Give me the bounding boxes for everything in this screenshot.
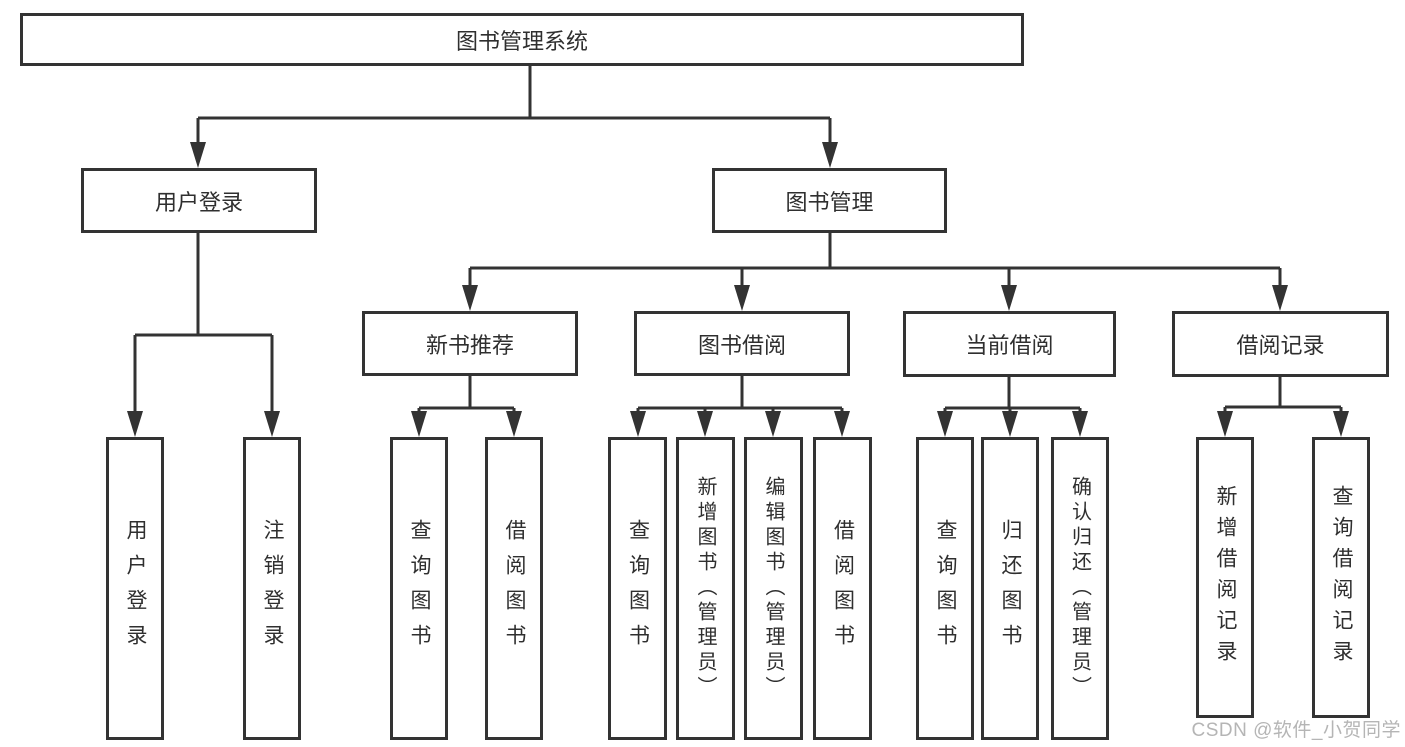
node-br-query-record: 查询借阅记录 xyxy=(1312,437,1370,718)
node-bb-add-book-admin: 新增图书（管理员） xyxy=(676,437,735,740)
node-book-management: 图书管理 xyxy=(712,168,947,233)
node-book-borrowing: 图书借阅 xyxy=(634,311,850,376)
node-bb-query-book: 查询图书 xyxy=(608,437,667,740)
csdn-watermark: CSDN @软件_小贺同学 xyxy=(1191,720,1401,741)
node-current-borrowing: 当前借阅 xyxy=(903,311,1116,377)
node-rec-query-book: 查询图书 xyxy=(390,437,448,740)
node-bb-borrow-book: 借阅图书 xyxy=(813,437,872,740)
node-cb-confirm-return-admin: 确认归还（管理员） xyxy=(1051,437,1109,740)
node-rec-borrow-book: 借阅图书 xyxy=(485,437,543,740)
node-user-login: 用户登录 xyxy=(81,168,317,233)
node-bb-edit-book-admin: 编辑图书（管理员） xyxy=(744,437,803,740)
node-borrowing-records: 借阅记录 xyxy=(1172,311,1389,377)
node-logout-action: 注销登录 xyxy=(243,437,301,740)
node-cb-query-book: 查询图书 xyxy=(916,437,974,740)
node-cb-return-book: 归还图书 xyxy=(981,437,1039,740)
node-br-add-record: 新增借阅记录 xyxy=(1196,437,1254,718)
node-user-login-action: 用户登录 xyxy=(106,437,164,740)
node-new-book-recommendation: 新书推荐 xyxy=(362,311,578,376)
node-root-system: 图书管理系统 xyxy=(20,13,1024,66)
